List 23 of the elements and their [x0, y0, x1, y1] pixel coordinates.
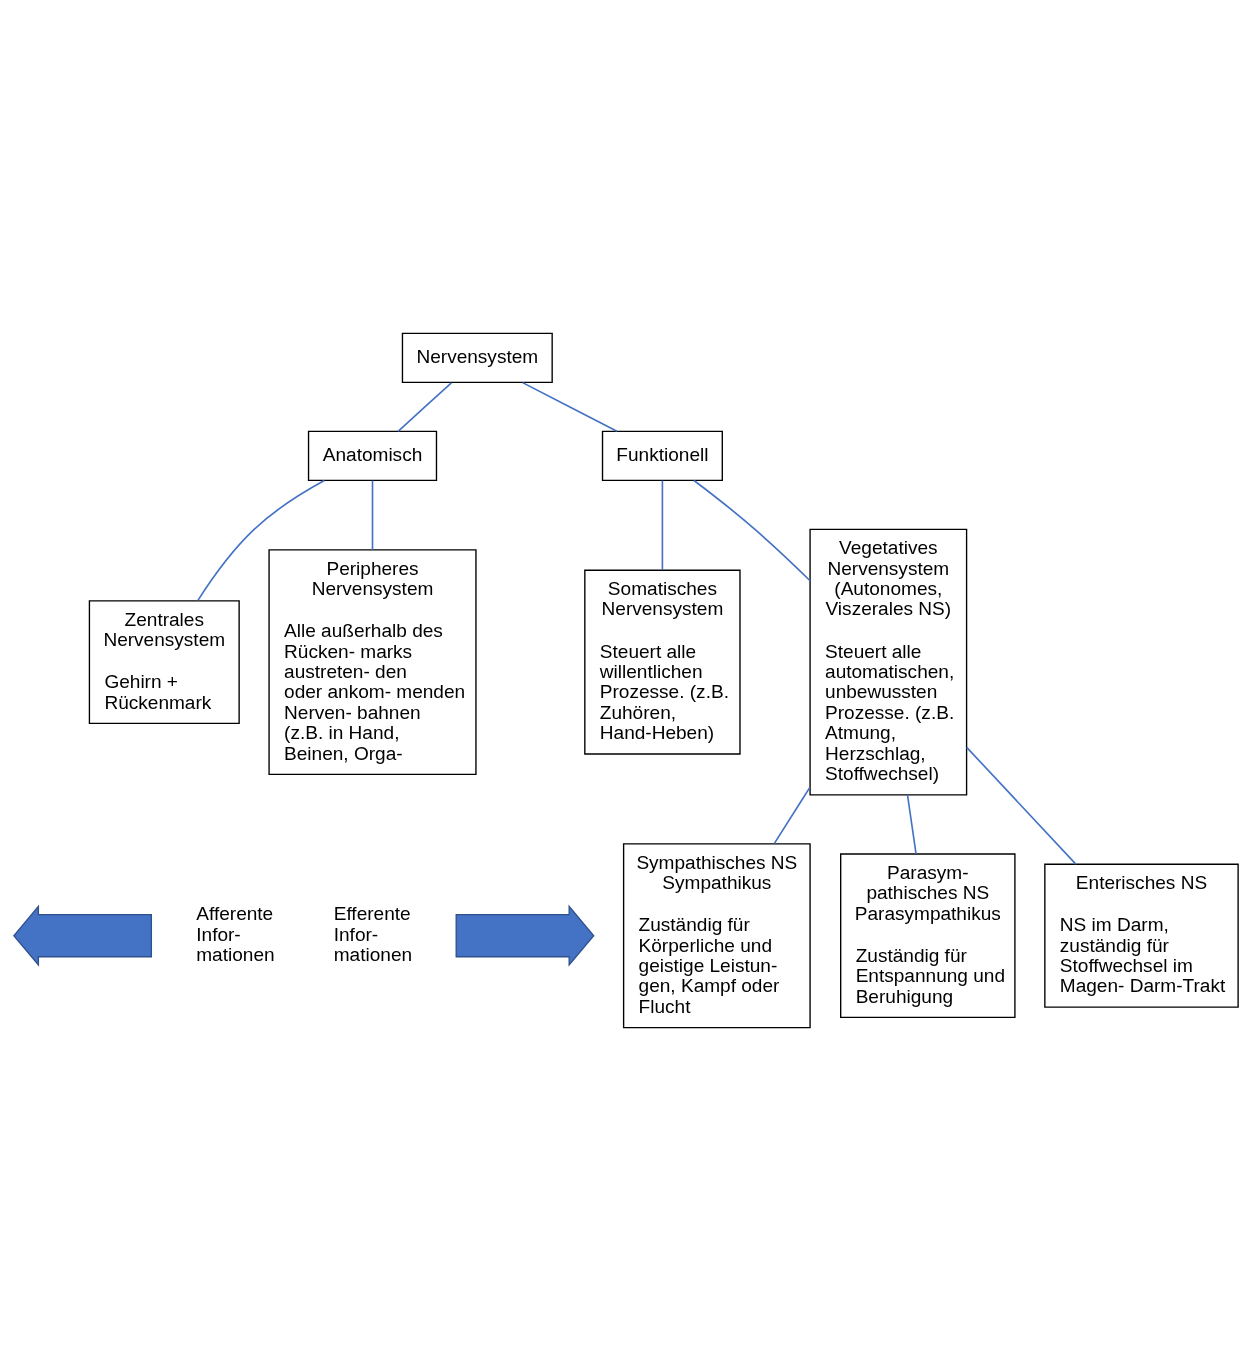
connector: [397, 381, 453, 432]
connector: [773, 786, 811, 844]
node-box: Anatomisch: [307, 430, 438, 481]
connector: [661, 479, 664, 571]
connector: [371, 479, 374, 551]
node-box: Nervensystem: [401, 332, 553, 383]
node-box: Vegetatives Nervensystem (Autonomes, Viszerales NS) Steuert alle automatischen, unbewussten Prozesse. (z.B. Atmung, Herzschlag, Stoffwechsel): [809, 528, 968, 795]
node-box: Peripheres Nervensystem Alle außerhalb des Rücken- marks austreten- den oder ankom- menden Nerven- bahnen (z.B. in Hand, Beinen, Orga-: [268, 548, 477, 775]
node-box: Funktionell: [601, 430, 723, 481]
node-box: Somatisches Nervensystem Steuert alle willentlichen Prozesse. (z.B. Zuhören, Hand-Heben): [584, 569, 741, 755]
connector: [965, 746, 1077, 865]
node-box: Zentrales Nervensystem Gehirn + Rückenmark: [88, 599, 240, 724]
connector: [693, 479, 811, 582]
node-arrow: [13, 904, 153, 967]
label: Efferente Infor- mationen: [333, 902, 413, 965]
connector: [197, 479, 326, 601]
connector: [906, 793, 917, 855]
node-box: Sympathisches NS Sympathikus Zuständig für Körperliche und geistige Leistun- gen, Kampf oder Flucht: [622, 842, 811, 1028]
node-arrow: [455, 904, 595, 967]
connector: [521, 381, 618, 432]
node-box: Parasym- pathisches NS Parasympathikus Zuständig für Entspannung und Beruhigung: [840, 852, 1016, 1018]
node-box: Enterisches NS NS im Darm, zuständig für Stoffwechsel im Magen- Darm-Trakt: [1044, 863, 1239, 1008]
label: Afferente Infor- mationen: [196, 902, 275, 965]
